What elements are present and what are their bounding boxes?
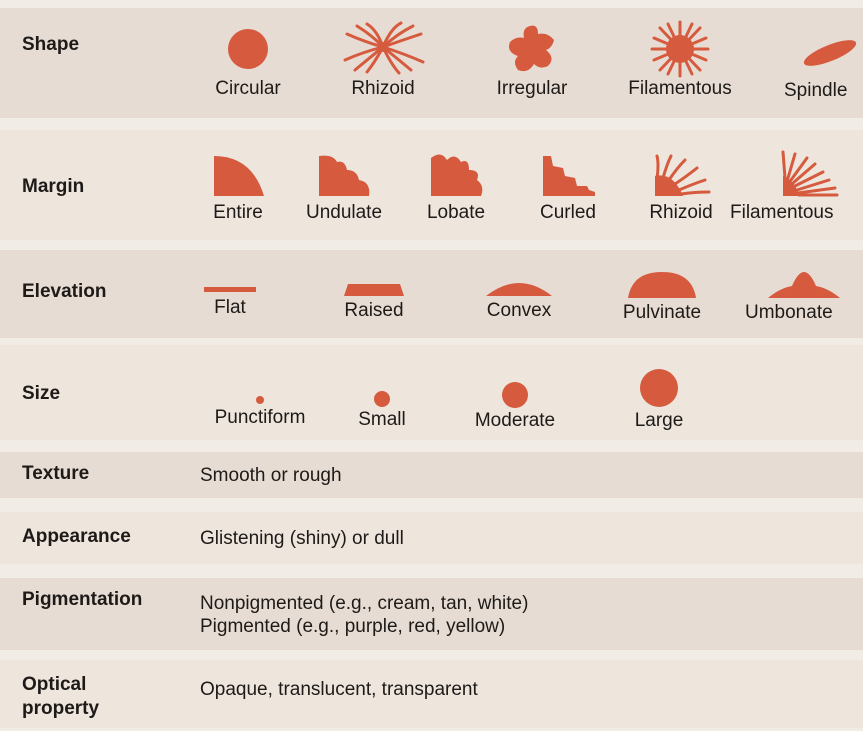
elevation-pulvinate: Pulvinate: [610, 270, 714, 324]
small-colony-icon: [372, 389, 392, 409]
pulvinate-elevation-icon: [626, 270, 698, 300]
umbonate-elevation-icon: [766, 270, 842, 300]
elevation-convex: Convex: [472, 272, 566, 322]
appearance-text: Glistening (shiny) or dull: [200, 527, 404, 550]
shape-filamentous: Filamentous: [610, 20, 750, 100]
elevation-caption: Flat: [198, 297, 262, 319]
size-caption: Punctiform: [198, 407, 322, 429]
margin-caption: Undulate: [292, 202, 396, 224]
shape-caption: Spindle: [784, 80, 863, 102]
size-caption: Large: [622, 410, 696, 432]
rhizoid-colony-icon: [337, 18, 429, 76]
margin-rhizoid: Rhizoid: [638, 152, 724, 224]
pigmentation-label: Pigmentation: [22, 589, 142, 611]
elevation-flat: Flat: [198, 284, 262, 319]
margin-caption: Lobate: [416, 202, 496, 224]
flat-elevation-icon: [202, 284, 258, 294]
elevation-raised: Raised: [334, 280, 414, 322]
margin-filamentous: Filamentous: [730, 150, 863, 224]
filamentous-margin-icon: [755, 150, 839, 198]
texture-band: [0, 452, 863, 498]
size-caption: Small: [350, 409, 414, 431]
pigmentation-text: Nonpigmented (e.g., cream, tan, white) P…: [200, 592, 528, 638]
shape-caption: Rhizoid: [337, 78, 429, 100]
spindle-colony-icon: [798, 34, 858, 72]
shape-rhizoid: Rhizoid: [337, 18, 429, 100]
optical-text: Opaque, translucent, transparent: [200, 678, 478, 701]
margin-curled: Curled: [528, 152, 608, 224]
elevation-label: Elevation: [22, 281, 106, 303]
rhizoid-margin-icon: [649, 152, 713, 198]
elevation-band: [0, 250, 863, 338]
margin-caption: Filamentous: [730, 202, 863, 224]
moderate-colony-icon: [499, 380, 531, 410]
lobate-margin-icon: [425, 150, 487, 198]
size-moderate: Moderate: [458, 380, 572, 432]
size-caption: Moderate: [458, 410, 572, 432]
shape-caption: Irregular: [484, 78, 580, 100]
elevation-umbonate: Umbonate: [745, 270, 863, 324]
size-large: Large: [622, 366, 696, 432]
pigmentation-line-1: Nonpigmented (e.g., cream, tan, white): [200, 592, 528, 615]
margin-caption: Entire: [204, 202, 272, 224]
entire-margin-icon: [208, 152, 268, 198]
texture-label: Texture: [22, 463, 89, 485]
margin-lobate: Lobate: [416, 150, 496, 224]
elevation-caption: Pulvinate: [610, 302, 714, 324]
convex-elevation-icon: [484, 272, 554, 298]
curled-margin-icon: [537, 152, 599, 198]
irregular-colony-icon: [502, 22, 562, 76]
optical-label: Optical property: [22, 673, 99, 721]
margin-undulate: Undulate: [292, 152, 396, 224]
shape-irregular: Irregular: [484, 22, 580, 100]
undulate-margin-icon: [313, 152, 375, 198]
shape-caption: Filamentous: [610, 78, 750, 100]
elevation-caption: Umbonate: [745, 302, 863, 324]
margin-caption: Curled: [528, 202, 608, 224]
large-colony-icon: [637, 366, 681, 410]
filamentous-colony-icon: [648, 20, 712, 78]
optical-label-line-2: property: [22, 697, 99, 721]
punctiform-colony-icon: [253, 393, 267, 407]
optical-label-line-1: Optical: [22, 673, 99, 697]
circular-colony-icon: [223, 24, 273, 74]
size-band: [0, 345, 863, 440]
elevation-caption: Convex: [472, 300, 566, 322]
shape-caption: Circular: [205, 78, 291, 100]
shape-circular: Circular: [205, 24, 291, 100]
shape-spindle: Spindle: [784, 34, 863, 102]
margin-caption: Rhizoid: [638, 202, 724, 224]
margin-label: Margin: [22, 176, 84, 198]
texture-text: Smooth or rough: [200, 464, 342, 487]
elevation-caption: Raised: [334, 300, 414, 322]
raised-elevation-icon: [342, 280, 406, 298]
margin-entire: Entire: [204, 152, 272, 224]
pigmentation-line-2: Pigmented (e.g., purple, red, yellow): [200, 615, 528, 638]
size-label: Size: [22, 383, 60, 405]
shape-label: Shape: [22, 34, 79, 56]
size-small: Small: [350, 389, 414, 431]
appearance-label: Appearance: [22, 526, 131, 548]
size-punctiform: Punctiform: [198, 393, 322, 429]
